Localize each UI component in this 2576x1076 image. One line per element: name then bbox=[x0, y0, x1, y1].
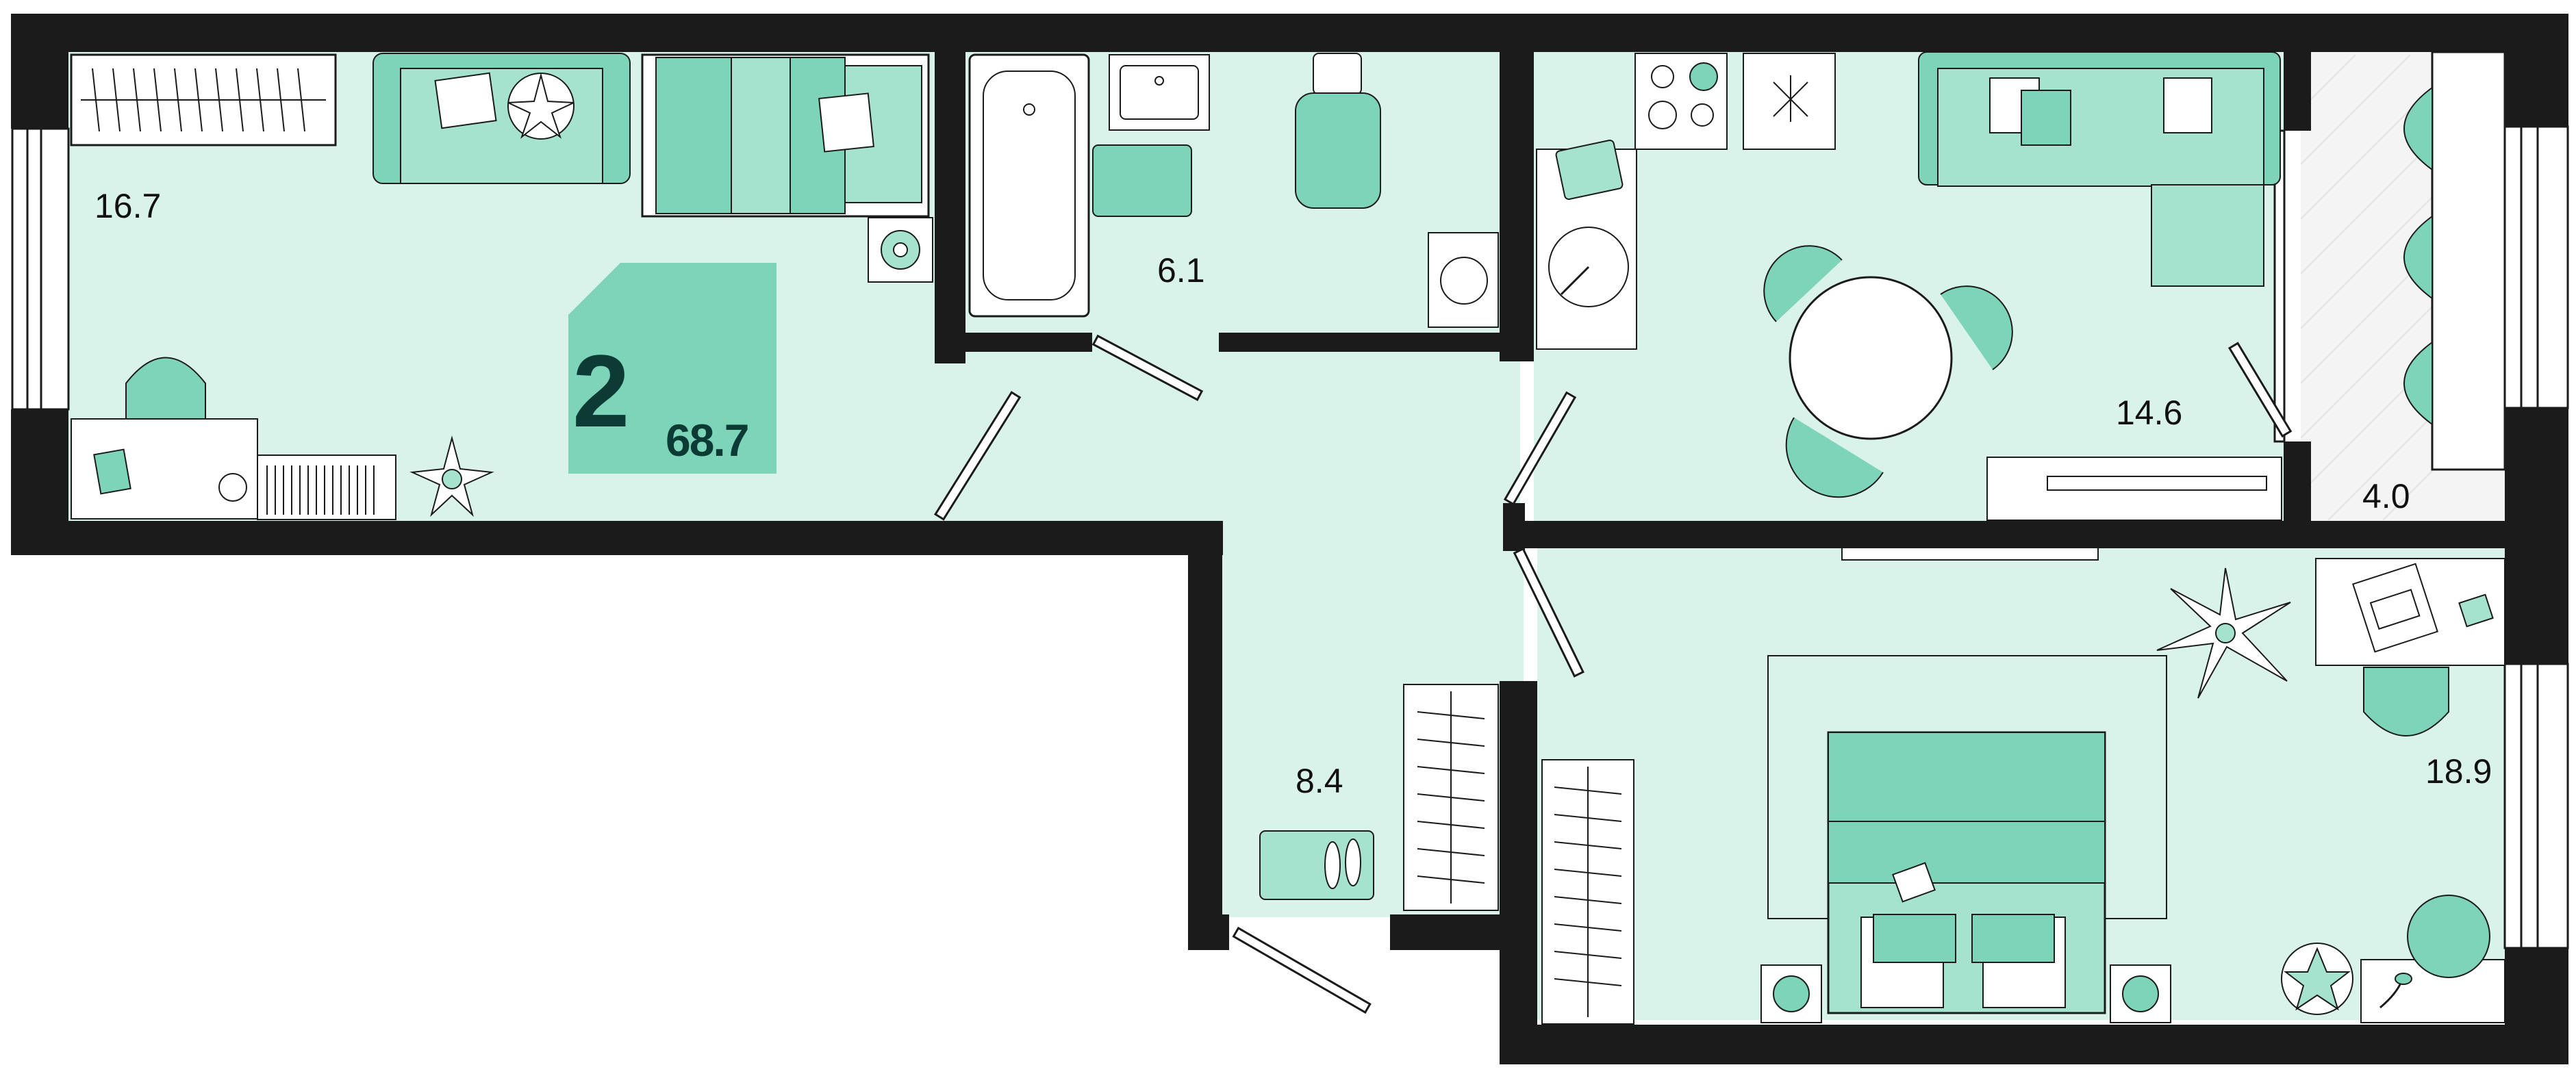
nightstand-icon bbox=[1760, 964, 1822, 1023]
desk-icon bbox=[71, 418, 258, 520]
plant-icon bbox=[2281, 943, 2353, 1015]
area-label-balcony: 4.0 bbox=[2362, 477, 2410, 515]
plant-icon bbox=[409, 435, 494, 517]
wall-bath-west bbox=[935, 52, 965, 363]
window-icon bbox=[11, 127, 70, 411]
wall-stub-mid bbox=[1503, 503, 1525, 551]
wall-bottom-east bbox=[1500, 1025, 2568, 1064]
windows bbox=[11, 125, 2569, 949]
wardrobe-icon bbox=[70, 53, 337, 146]
total-area: 68.7 bbox=[666, 415, 749, 465]
wall-kitchen-bottom bbox=[1525, 521, 2511, 548]
bed-icon bbox=[641, 53, 930, 218]
plant-icon bbox=[507, 73, 574, 140]
plant-icon bbox=[2156, 567, 2291, 699]
cutting-board-icon bbox=[1555, 139, 1624, 201]
laptop-icon bbox=[2352, 563, 2438, 653]
apartment-badge: 2 68.7 bbox=[568, 263, 776, 474]
chair-icon bbox=[2403, 86, 2433, 171]
bath-mat bbox=[1092, 144, 1192, 217]
wall-east-mid bbox=[2505, 408, 2568, 664]
washing-machine-icon bbox=[1428, 232, 1499, 328]
door-icon bbox=[2227, 342, 2293, 438]
wardrobe-icon bbox=[1403, 684, 1499, 911]
sofa-icon bbox=[1918, 51, 2281, 287]
wall-bath-east bbox=[1500, 52, 1534, 361]
tv-stand-icon bbox=[1986, 457, 2282, 521]
side-table-icon bbox=[2360, 895, 2505, 1023]
area-label-kitchen-living: 14.6 bbox=[2116, 394, 2183, 432]
wall-bedroom-west bbox=[1500, 691, 1537, 1064]
desk-icon bbox=[2315, 558, 2505, 666]
wall-west-top bbox=[11, 14, 68, 129]
chair-icon bbox=[125, 357, 206, 420]
area-label-bathroom: 6.1 bbox=[1157, 251, 1205, 290]
chair-icon bbox=[2403, 215, 2433, 300]
window-icon bbox=[2503, 125, 2569, 409]
area-label-hallway: 8.4 bbox=[1296, 762, 1343, 800]
door-icon bbox=[1091, 334, 1204, 401]
wall-bottom-west bbox=[11, 521, 1223, 555]
wall-east-top bbox=[2505, 14, 2568, 127]
door-icon bbox=[933, 391, 1022, 521]
wall-bath-bottom-left bbox=[935, 333, 1092, 352]
bed-icon bbox=[1827, 731, 2106, 1014]
nightstand-icon bbox=[2110, 964, 2171, 1023]
door-icon bbox=[1503, 391, 1577, 506]
wardrobe-icon bbox=[1541, 759, 1634, 1025]
wall-shelf bbox=[1841, 547, 2099, 561]
balcony bbox=[2300, 51, 2506, 521]
balcony-chairs bbox=[2403, 86, 2433, 426]
wall-top bbox=[11, 14, 2568, 52]
wall-hallway-bottom-left bbox=[1188, 914, 1229, 950]
doors bbox=[933, 334, 2293, 1014]
wall-bath-bottom-right bbox=[1219, 333, 1520, 352]
wall-balcony-pier-top bbox=[2284, 52, 2311, 131]
toilet-icon bbox=[1295, 53, 1381, 209]
sofa-icon bbox=[372, 53, 631, 184]
walls bbox=[11, 14, 2568, 1064]
balcony-counter bbox=[2431, 51, 2506, 471]
dining-table-icon bbox=[1763, 245, 2013, 498]
area-label-bedroom-west: 16.7 bbox=[94, 187, 162, 225]
floor-hall bbox=[945, 333, 1520, 521]
door-icon bbox=[1232, 926, 1372, 1014]
sink-icon bbox=[1548, 227, 1629, 307]
room-count: 2 bbox=[572, 333, 630, 448]
wall-balcony-pier-bottom bbox=[2284, 441, 2311, 524]
shoe-mat-icon bbox=[1259, 830, 1374, 900]
chair-icon bbox=[2403, 341, 2433, 426]
wall-bedroom-west-stub bbox=[1500, 681, 1537, 695]
window-icon bbox=[2503, 663, 2569, 949]
wall-hallway-bottom-right bbox=[1390, 914, 1527, 950]
fridge-icon bbox=[1743, 53, 1836, 150]
door-icon bbox=[1513, 547, 1584, 678]
stove-icon bbox=[1634, 53, 1728, 150]
wall-hallway-west bbox=[1188, 521, 1222, 949]
chair-icon bbox=[2363, 667, 2449, 736]
nightstand-icon bbox=[868, 217, 933, 283]
area-label-bedroom-east: 18.9 bbox=[2425, 752, 2492, 791]
bathtub-icon bbox=[968, 53, 1090, 318]
bookshelf-icon bbox=[257, 454, 396, 520]
sink-icon bbox=[1109, 54, 1210, 131]
